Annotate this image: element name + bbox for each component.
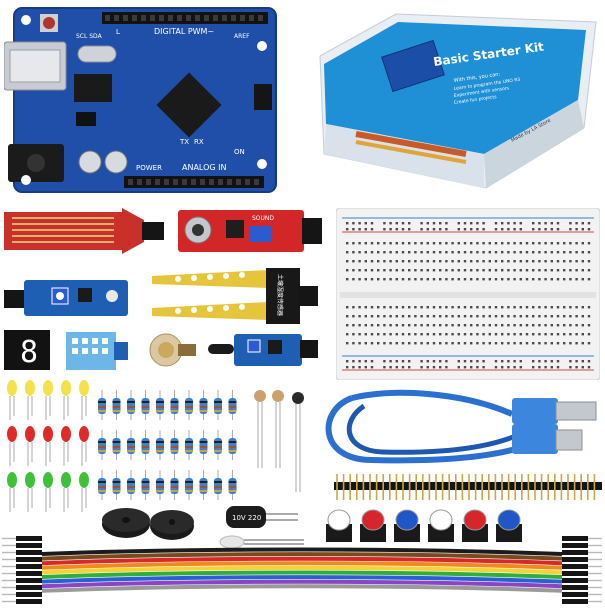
sound-label: SOUND [252, 215, 274, 222]
aref-label: AREF [234, 33, 250, 40]
push-buttons [326, 509, 522, 542]
on-label: ON [234, 148, 245, 156]
l-label: L [116, 28, 120, 36]
photoresistors [254, 390, 304, 492]
buzzers [102, 508, 194, 540]
capacitor-label: 10V 220 [232, 514, 261, 522]
ir-sensor-module [208, 334, 318, 366]
usb-cable [325, 389, 597, 464]
water-level-sensor [4, 208, 164, 254]
power-label: POWER [136, 164, 162, 172]
arduino-uno-board: DIGITAL PWM~ ANALOG IN POWER SCL SDA TX … [4, 7, 277, 193]
main-chip [156, 72, 222, 138]
dht11-sensor [66, 332, 128, 370]
scl-label: SCL SDA [76, 33, 103, 40]
ir-led [219, 535, 304, 549]
led-set [7, 380, 89, 512]
soil-label: 土壤湿度传感器 [276, 274, 284, 316]
breadboard [336, 208, 600, 380]
starter-kit-box: Basic Starter Kit With this, you can: Le… [319, 13, 597, 189]
rx-label: RX [194, 138, 204, 146]
seven-segment-display: 8 [4, 330, 50, 370]
light-sensor-module [4, 280, 128, 316]
analog-label: ANALOG IN [182, 163, 227, 172]
jumper-wires [2, 536, 602, 604]
pin-header-strip [334, 474, 602, 500]
electrolytic-capacitor: 10V 220 [226, 506, 298, 528]
digital-label: DIGITAL PWM~ [154, 27, 214, 36]
sound-sensor-module: SOUND [178, 210, 322, 252]
potentiometer [149, 333, 196, 367]
tx-label: TX [179, 138, 189, 146]
seven-seg-digit: 8 [20, 335, 38, 370]
resistor-set [98, 390, 237, 500]
soil-moisture-sensor: 土壤湿度传感器 [152, 268, 318, 324]
